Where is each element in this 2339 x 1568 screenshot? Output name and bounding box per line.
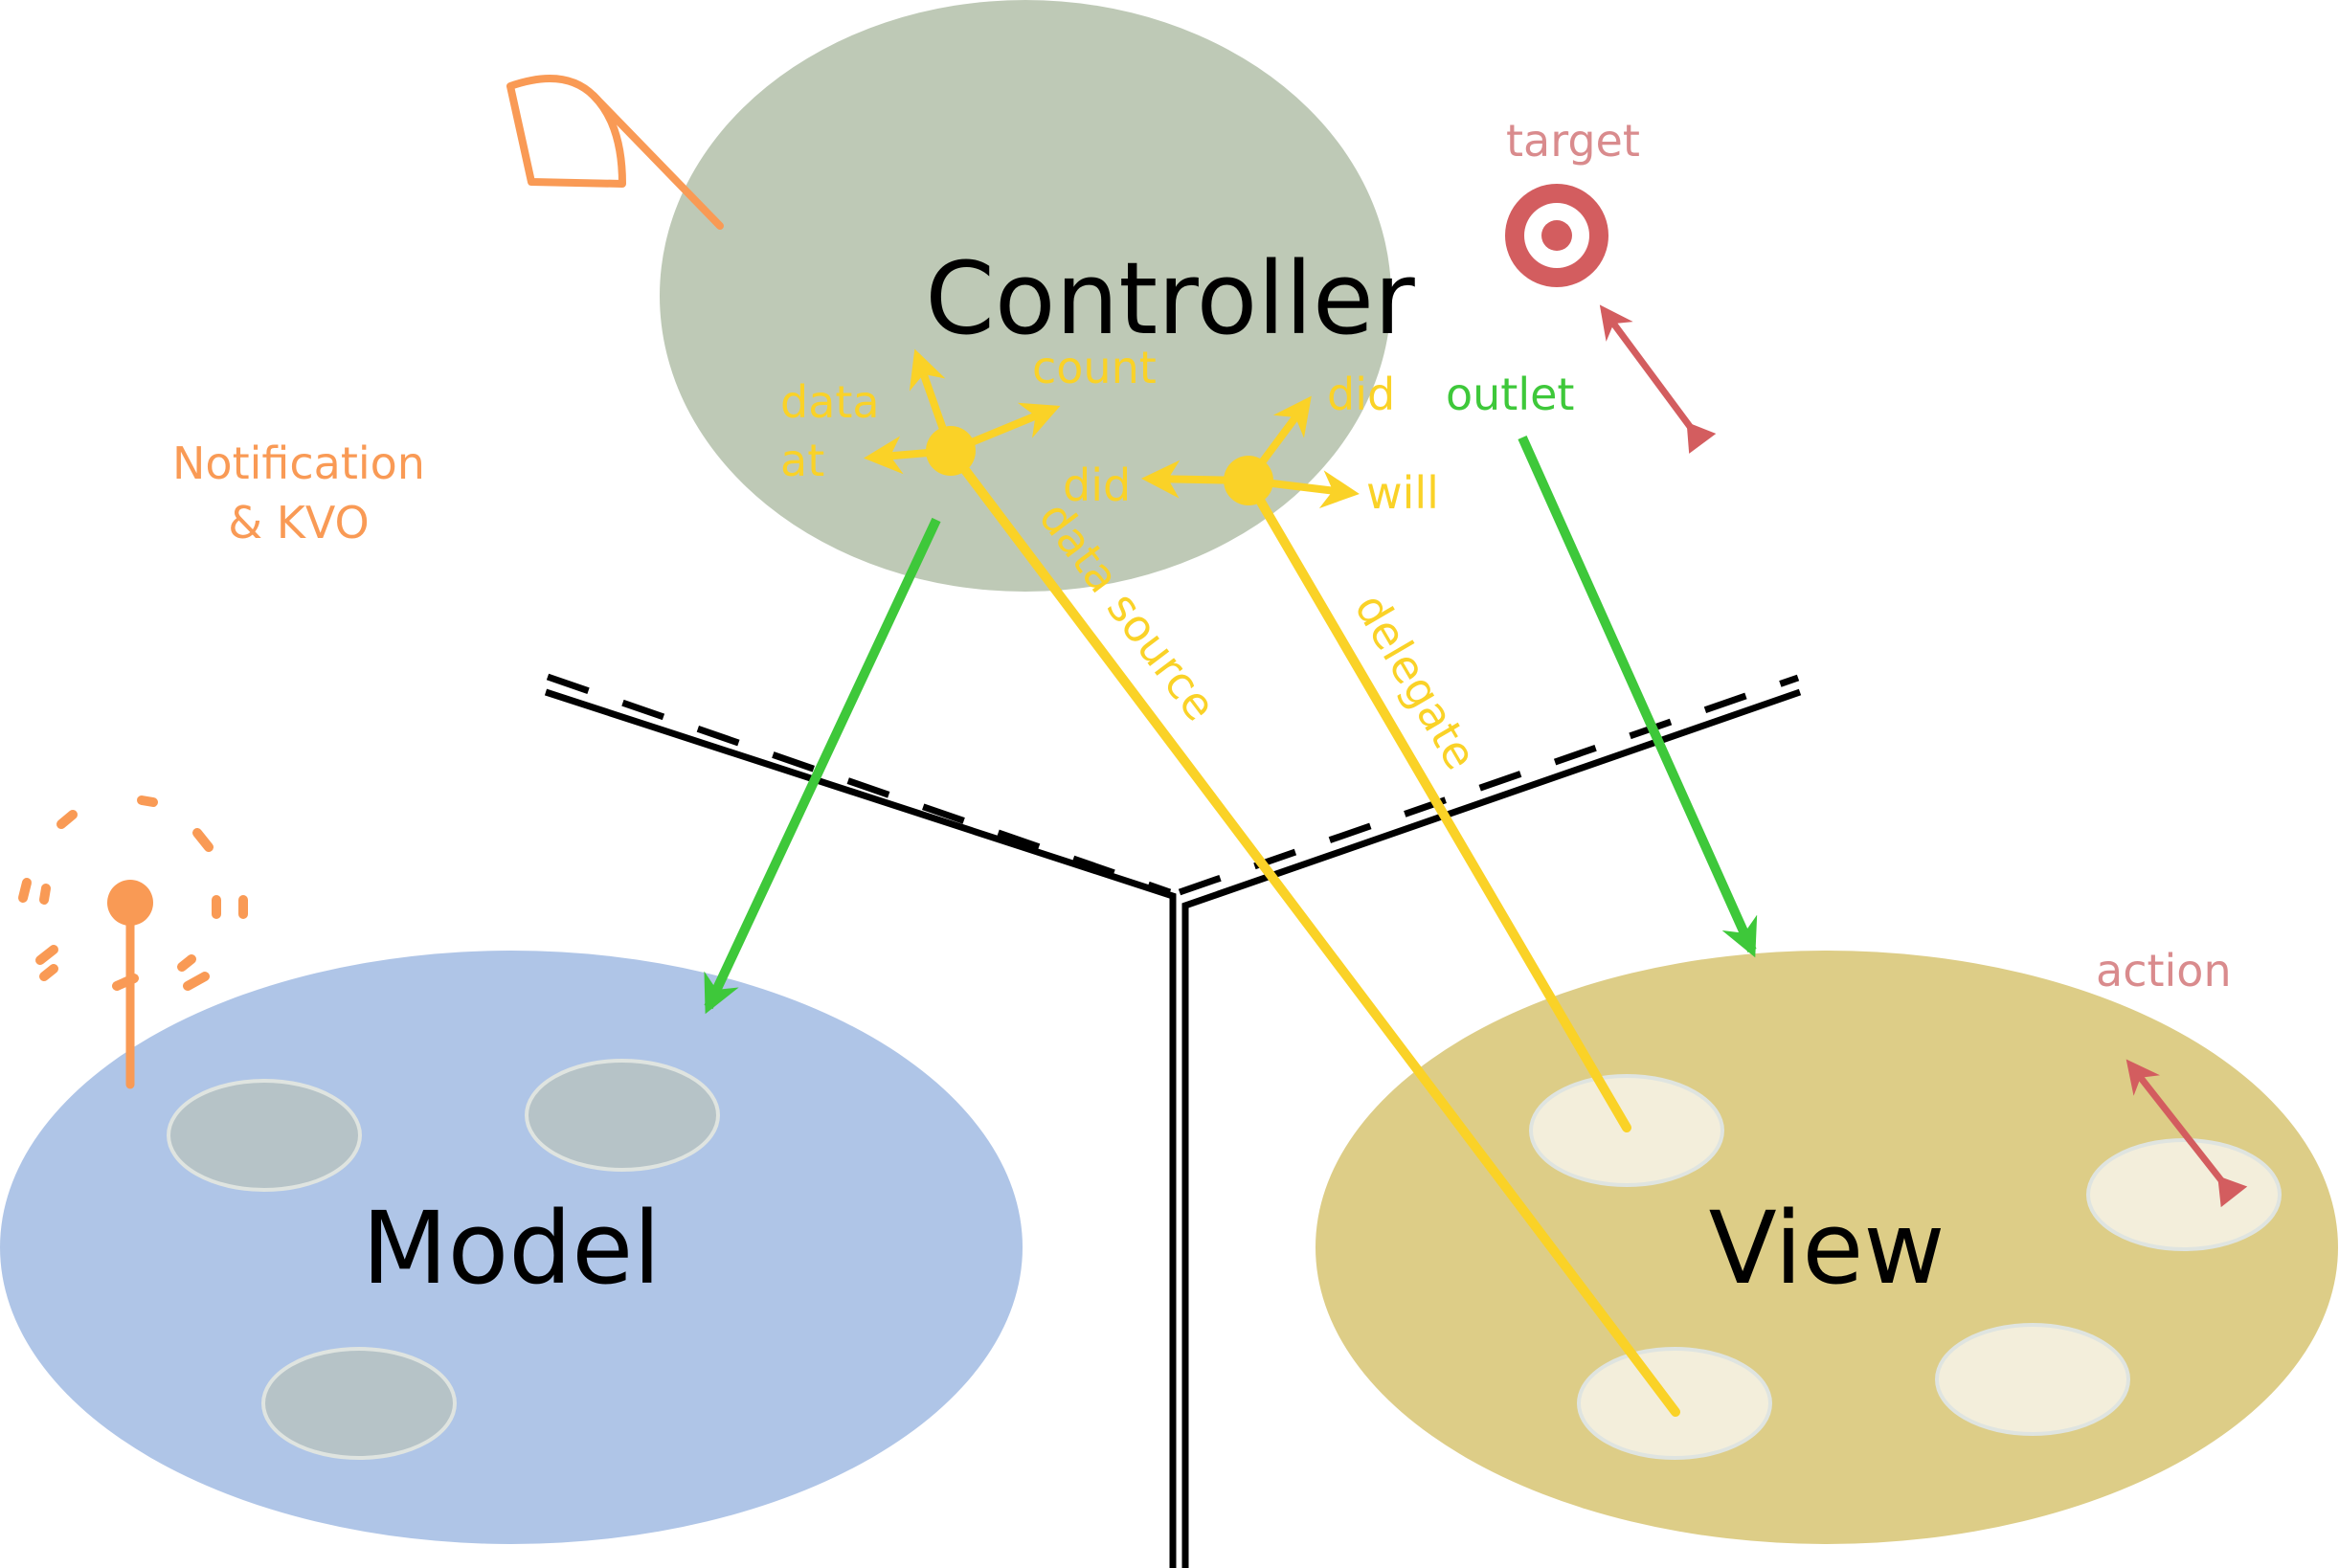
view-item [2086, 1138, 2282, 1251]
outlet-label: outlet [1446, 369, 1574, 420]
view-item [1935, 1323, 2130, 1436]
target-label: target [1506, 115, 1640, 167]
eye-observer-icon [506, 75, 724, 230]
method-did-left: did [1063, 459, 1131, 511]
delegate-dot [1224, 456, 1273, 505]
controller-title: Controller [925, 240, 1415, 357]
delegate-line [1244, 476, 1631, 1132]
boundary-lines [544, 673, 1802, 1568]
model-title: Model [362, 1190, 661, 1307]
model-item [261, 1347, 457, 1460]
action-label: action [2096, 945, 2232, 997]
controller-ellipse [660, 0, 1391, 592]
method-data: data [780, 376, 880, 428]
data-source-dot [926, 426, 976, 476]
action-arrow [2125, 1059, 2248, 1208]
model-item [525, 1059, 720, 1172]
controller-to-model-arrow [704, 517, 941, 1015]
broadcast-antenna-icon [18, 795, 248, 1089]
outlet-arrow [1518, 435, 1758, 958]
data-source-line [946, 446, 1680, 1417]
view-title: View [1709, 1190, 1945, 1307]
bullseye-target-icon [1505, 184, 1608, 287]
method-will: will [1366, 467, 1439, 519]
method-at: at [780, 435, 824, 486]
model-item [167, 1079, 362, 1192]
method-did-top: did [1327, 369, 1395, 420]
notification-label-line1: Notification [172, 437, 425, 489]
target-arrow [1599, 304, 1717, 454]
method-count: count [1032, 342, 1157, 393]
notification-label-line2: & KVO [228, 497, 370, 549]
